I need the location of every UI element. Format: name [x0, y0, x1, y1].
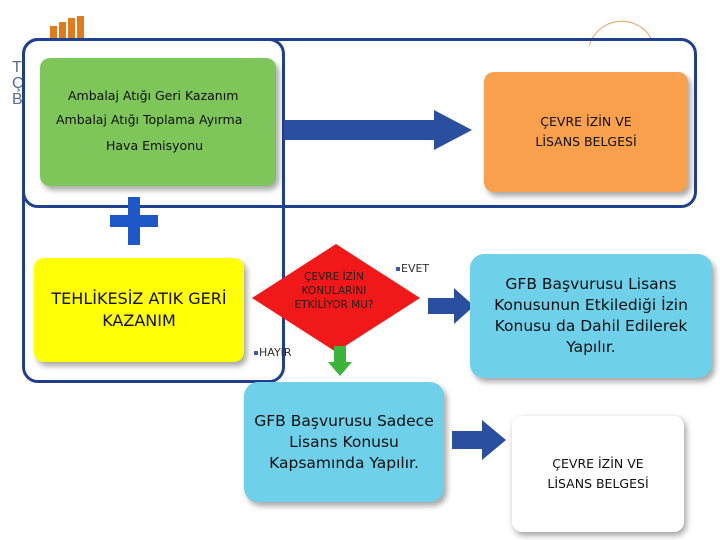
yes-text: EVET	[401, 262, 430, 275]
left-frame	[22, 38, 285, 383]
plus-icon	[110, 197, 158, 245]
no-outcome-line: Lisans Konusu	[289, 432, 399, 451]
yes-outcome-line: Konusunun Etkilediği İzin	[494, 296, 688, 314]
no-label: HAYIR	[254, 346, 292, 359]
bullet-icon	[396, 267, 400, 271]
no-outcome-line: GFB Başvurusu Sadece	[254, 411, 434, 430]
yes-outcome-line: GFB Başvurusu Lisans	[505, 275, 677, 293]
final-arrow-icon	[452, 420, 506, 460]
topic-item: Ambalaj Atığı Geri Kazanım	[68, 88, 239, 103]
topic-item: Ambalaj Atığı Toplama Ayırma	[56, 112, 243, 127]
logo-letter: T	[12, 59, 22, 76]
yes-outcome-line: Yapılır.	[566, 338, 616, 356]
final-label-line: ÇEVRE İZİN VE	[552, 456, 644, 471]
logo-letter: B	[12, 91, 23, 108]
yes-label: EVET	[396, 262, 429, 275]
waste-label-line: KAZANIM	[102, 311, 176, 330]
final-permit-box: ÇEVRE İZİN VE LİSANS BELGESİ	[512, 416, 684, 532]
waste-recovery-box: TEHLİKESİZ ATIK GERİ KAZANIM	[34, 258, 244, 362]
no-outcome-box: GFB Başvurusu Sadece Lisans Konusu Kapsa…	[244, 382, 444, 502]
question-line: ÇEVRE İZİN	[304, 271, 364, 283]
waste-label-line: TEHLİKESİZ ATIK GERİ	[51, 289, 227, 308]
no-outcome-line: Kapsamında Yapılır.	[269, 453, 419, 472]
yes-outcome-box: GFB Başvurusu Lisans Konusunun Etkilediğ…	[470, 254, 712, 378]
question-line: ETKİLİYOR MU?	[294, 299, 374, 311]
permit-label-line: ÇEVRE İZİN VE	[540, 114, 632, 129]
decision-question: ÇEVRE İZİN KONULARINI ETKİLİYOR MU?	[278, 270, 390, 312]
permit-license-box: ÇEVRE İZİN VE LİSANS BELGESİ	[484, 72, 688, 192]
yes-arrow-icon	[428, 288, 474, 324]
bullet-icon	[254, 351, 258, 355]
license-topics-box: Ambalaj Atığı Geri Kazanım Ambalaj Atığı…	[40, 58, 276, 186]
final-label-line: LİSANS BELGESİ	[547, 476, 649, 491]
topic-item: Hava Emisyonu	[106, 138, 204, 153]
permit-label-line: LİSANS BELGESİ	[535, 134, 637, 149]
corner-seal-icon	[588, 20, 652, 47]
logo-bars-icon	[50, 16, 84, 38]
no-text: HAYIR	[259, 346, 292, 359]
no-arrow-icon	[328, 346, 352, 376]
logo-letters: T Ç B	[12, 60, 26, 108]
yes-outcome-line: Konusu da Dahil Edilerek	[494, 317, 688, 335]
right-arrow-icon	[284, 110, 472, 150]
question-line: KONULARINI	[301, 285, 367, 297]
decision-diamond	[252, 244, 420, 352]
logo-letter: Ç	[12, 75, 24, 92]
